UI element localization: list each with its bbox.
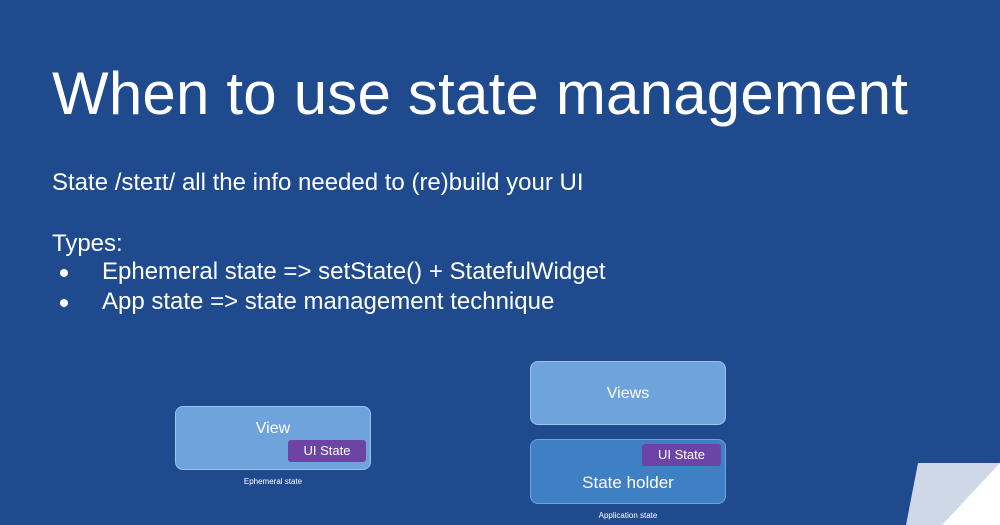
types-label: Types:	[52, 230, 123, 257]
views-label: Views	[606, 385, 650, 402]
ui-state-chip: UI State	[288, 440, 366, 462]
bullet-icon	[60, 269, 68, 277]
slide-title: When to use state management	[52, 60, 909, 127]
types-list: Ephemeral state => setState() + Stateful…	[60, 257, 606, 317]
bullet-icon	[60, 299, 68, 307]
state-holder-label: State holder	[582, 473, 674, 492]
ui-state-chip: UI State	[642, 444, 721, 466]
view-label: View	[255, 420, 291, 437]
ephemeral-state-caption: Ephemeral state	[243, 477, 303, 486]
state-definition: State /steɪt/ all the info needed to (re…	[52, 169, 584, 196]
application-state-caption: Application state	[598, 511, 658, 520]
state-holder-box: UI State State holder	[530, 439, 726, 504]
page-curl-icon	[905, 459, 1000, 525]
list-item: Ephemeral state => setState() + Stateful…	[60, 257, 606, 287]
list-item: App state => state management technique	[60, 287, 606, 317]
list-item-text: Ephemeral state => setState() + Stateful…	[102, 258, 606, 285]
view-box: View UI State	[175, 406, 371, 470]
views-box: Views	[530, 361, 726, 425]
list-item-text: App state => state management technique	[102, 288, 555, 315]
